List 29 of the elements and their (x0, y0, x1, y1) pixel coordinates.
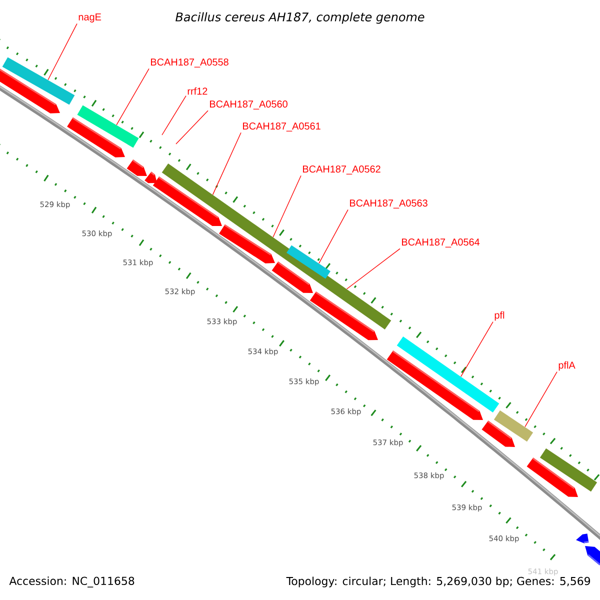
footer-text: Topology: circular; Length: 5,269,030 bp; Genes: 5,569 (286, 576, 590, 588)
gene-label: BCAH187_A0563 (350, 200, 428, 208)
leader-line (176, 110, 208, 144)
leader-line (48, 23, 78, 80)
feature-bar (540, 448, 598, 492)
gene-label: rrf12 (188, 87, 208, 95)
gene-label: BCAH187_A0560 (210, 100, 288, 110)
footer-text: Accession: NC_011658 (9, 576, 134, 588)
gene-label: BCAH187_A0558 (151, 58, 228, 68)
leader-line (212, 132, 242, 196)
feature-bar (494, 410, 534, 442)
gene-label: nagE (78, 14, 102, 22)
gene-label: BCAH187_A0561 (243, 122, 320, 132)
leader-line (162, 95, 186, 136)
feature-bar (286, 245, 331, 279)
leader-line (346, 248, 400, 290)
title: Bacillus cereus AH187, complete genome (176, 12, 424, 24)
leader-line (272, 175, 302, 238)
gene-label: pfl (494, 311, 504, 321)
feature-bar (77, 105, 139, 148)
feature-bar (396, 336, 500, 413)
leader-line (524, 372, 558, 428)
leader-line (116, 68, 150, 126)
gene-label: pflA (558, 361, 576, 371)
gene-label: BCAH187_A0564 (402, 238, 480, 248)
leader-line (318, 209, 348, 264)
gene-label: BCAH187_A0562 (303, 166, 380, 174)
feature-bar (2, 57, 75, 105)
leader-line (460, 322, 494, 377)
